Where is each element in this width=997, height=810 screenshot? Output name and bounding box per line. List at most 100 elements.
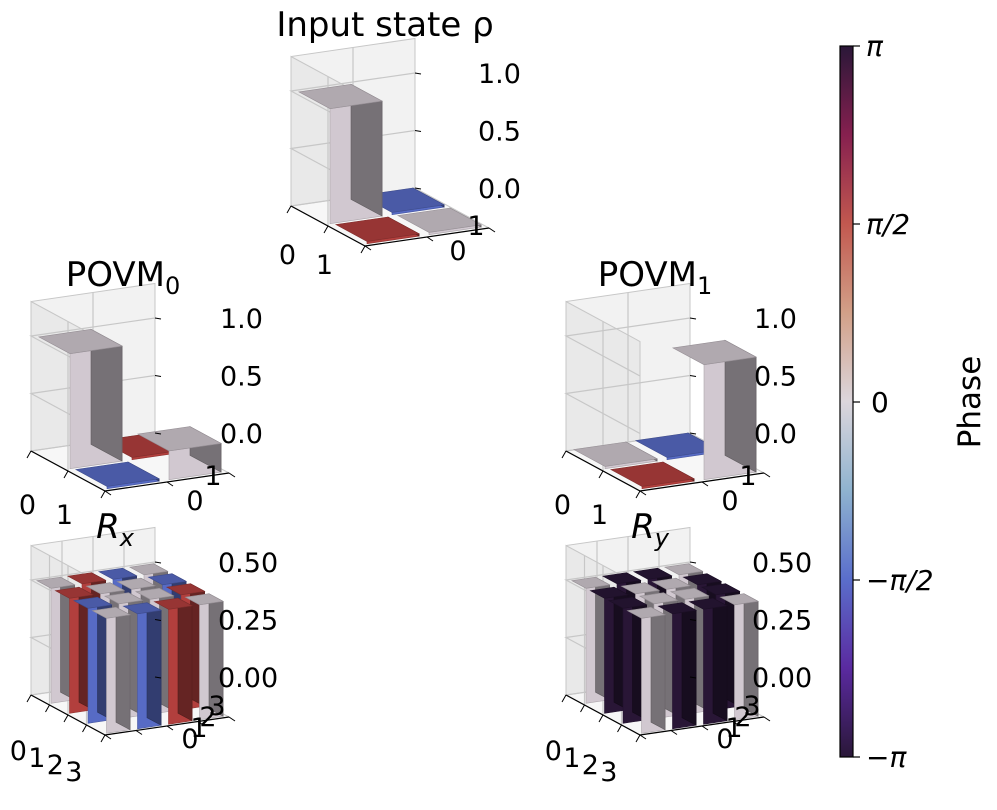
tick-mark	[414, 130, 422, 132]
bar	[153, 597, 194, 725]
tick-mark	[286, 205, 292, 214]
tick-label-a: 1	[316, 250, 333, 281]
bar	[91, 606, 132, 734]
bar-face	[650, 606, 666, 731]
tick-mark	[598, 714, 604, 723]
bar-face	[681, 602, 697, 726]
tick-label-a: 0	[545, 736, 562, 767]
tick-mark	[635, 734, 641, 743]
tick-label-b: 2	[199, 702, 216, 733]
tick-mark	[414, 187, 422, 190]
tick-mark	[488, 227, 496, 233]
bar	[297, 83, 384, 225]
tick-label-z: 0.0	[754, 419, 797, 450]
tick-mark	[197, 721, 205, 726]
tick-label-b: 0	[716, 724, 733, 755]
bar	[609, 461, 696, 490]
tick-mark	[154, 317, 162, 320]
tick-mark	[639, 734, 647, 740]
tick-mark	[639, 490, 647, 496]
tick-label-a: 1	[591, 500, 608, 531]
tick-mark	[154, 375, 162, 377]
bar	[572, 441, 659, 470]
tick-label-b: 0	[181, 724, 198, 755]
bar	[74, 461, 161, 490]
bar-face	[609, 461, 696, 487]
chart-title-main: R	[631, 507, 655, 547]
tick-mark	[689, 432, 697, 435]
tick-label-z: 0.50	[218, 548, 278, 579]
bar-face	[570, 576, 611, 589]
tick-mark	[166, 725, 174, 731]
tick-mark	[580, 704, 585, 713]
bar-face	[396, 207, 483, 233]
tick-mark	[364, 245, 372, 251]
bar-face	[153, 597, 194, 610]
tick-mark	[561, 694, 567, 703]
tick-label-z: 0.5	[754, 362, 797, 393]
bar-face	[177, 597, 193, 722]
tick-mark	[689, 561, 697, 564]
tick-label-b: 0	[186, 486, 203, 517]
tick-label-z: 0.00	[752, 663, 812, 694]
tick-label-a: 2	[582, 750, 599, 781]
tick-label-b: 1	[467, 211, 484, 242]
bar-face	[136, 426, 223, 452]
tick-label-a: 3	[65, 757, 82, 788]
chart-title: Rx	[96, 507, 135, 552]
chart-title-main: POVM	[66, 255, 165, 295]
tick-mark	[598, 470, 604, 479]
bar	[688, 597, 729, 725]
tick-mark	[414, 72, 422, 75]
tick-mark	[360, 245, 366, 254]
tick-mark	[323, 225, 329, 234]
tick-mark	[45, 704, 50, 713]
bar-face	[626, 606, 667, 619]
tick-mark	[689, 676, 697, 679]
tick-mark	[561, 450, 567, 459]
tick-label-a: 3	[600, 757, 617, 788]
colorbar-tick-label: π	[866, 30, 884, 63]
bar	[122, 602, 163, 730]
tick-mark	[635, 490, 641, 499]
tick-label-z: 0.5	[220, 362, 263, 393]
tick-label-b: 1	[725, 713, 742, 744]
bar-face	[35, 576, 76, 589]
bar-face	[719, 593, 760, 606]
tick-mark	[26, 694, 32, 703]
tick-label-b: 3	[743, 691, 760, 722]
tick-label-z: 1.0	[220, 304, 263, 335]
tick-label-z: 0.25	[752, 606, 812, 637]
tick-label-z: 0.00	[218, 663, 278, 694]
tick-mark	[701, 725, 709, 731]
bar-face	[572, 441, 659, 467]
tick-mark	[135, 730, 143, 735]
tick-mark	[670, 730, 678, 735]
tick-mark	[617, 724, 622, 733]
bar	[37, 328, 124, 470]
colorbar-label: Phase	[952, 356, 988, 449]
bar	[396, 207, 483, 236]
tick-mark	[763, 716, 771, 722]
chart-title-subscript: x	[119, 524, 135, 552]
tick-label-a: 0	[10, 736, 27, 767]
tick-label-z: 0.5	[478, 117, 521, 148]
bar-face	[37, 328, 124, 355]
bar-face	[128, 563, 169, 576]
tick-mark	[100, 490, 106, 499]
bar-face	[85, 582, 126, 595]
bar-face	[115, 606, 131, 731]
tick-mark	[63, 470, 69, 479]
bar-face	[620, 582, 661, 595]
tick-label-a: 0	[19, 490, 36, 521]
tick-mark	[100, 734, 106, 743]
tick-mark	[82, 724, 87, 733]
bar-face	[688, 597, 729, 610]
bar-face	[74, 461, 161, 487]
colorbar-tick-label: −π	[866, 741, 907, 774]
tick-label-z: 1.0	[478, 59, 521, 90]
tick-label-a: 1	[56, 500, 73, 531]
grid-line	[564, 317, 691, 377]
